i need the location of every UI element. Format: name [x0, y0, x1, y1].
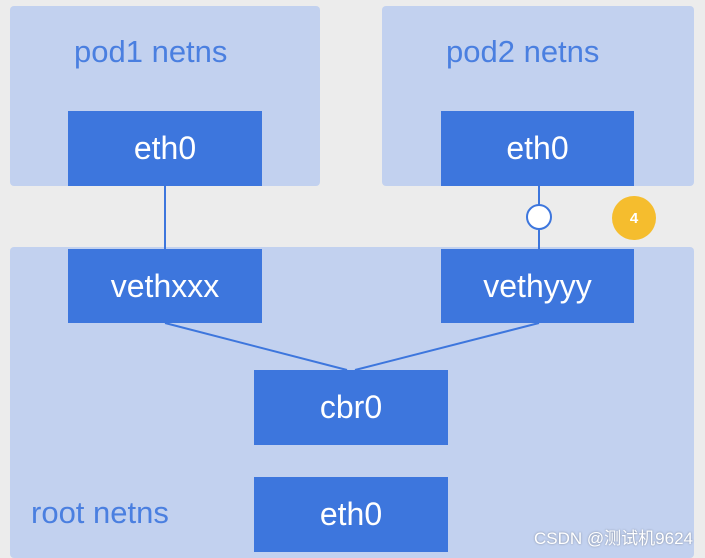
- packet-marker-icon: [526, 204, 552, 230]
- vethxxx-interface: vethxxx: [68, 249, 262, 323]
- pod2-netns-label: pod2 netns: [446, 34, 600, 69]
- vethyyy-to-cbr0-link: [354, 322, 540, 371]
- vethxxx-to-cbr0-link: [164, 322, 348, 371]
- pod2-eth0-interface: eth0: [441, 111, 634, 186]
- root-eth0-interface: eth0: [254, 477, 448, 552]
- step-badge: 4: [612, 196, 656, 240]
- vethyyy-interface: vethyyy: [441, 249, 634, 323]
- pod1-eth0-interface: eth0: [68, 111, 262, 186]
- root-netns-label: root netns: [31, 495, 169, 530]
- watermark: CSDN @测试机9624: [534, 529, 693, 548]
- cbr0-bridge: cbr0: [254, 370, 448, 445]
- pod1-netns-label: pod1 netns: [74, 34, 228, 69]
